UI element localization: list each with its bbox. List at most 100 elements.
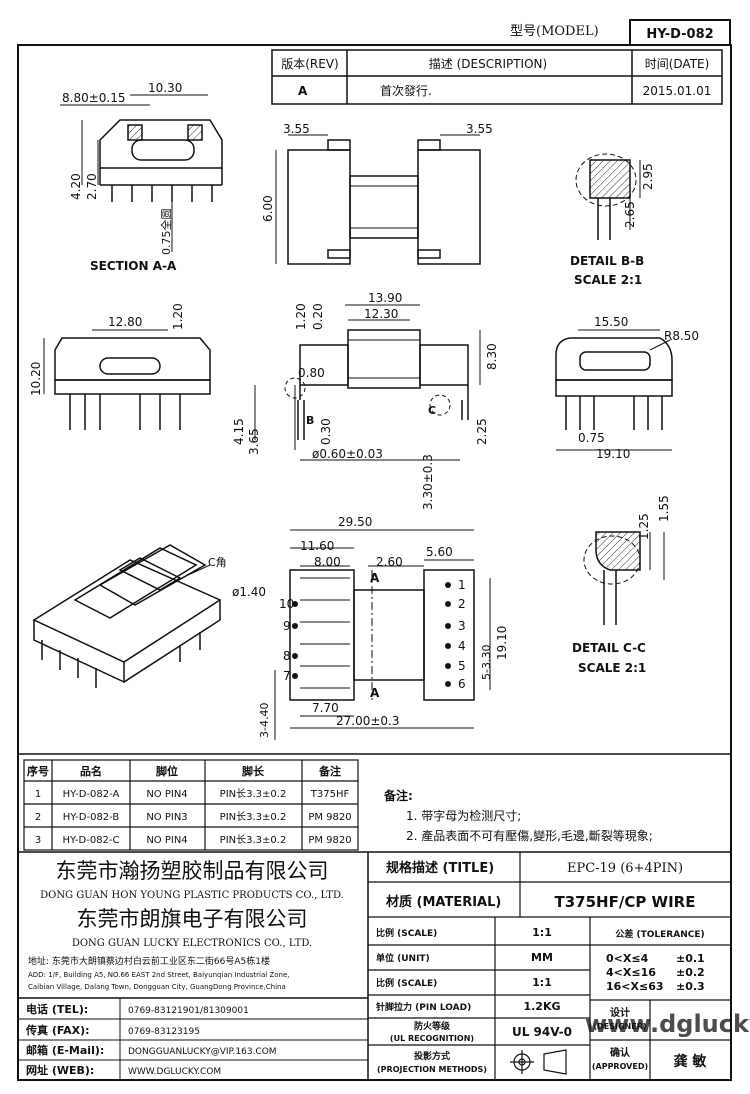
contact-fax-label: 传真 (FAX):: [25, 1023, 90, 1037]
tolerance-range-3: 16<X≤63: [606, 980, 664, 993]
svg-text:3: 3: [35, 835, 41, 846]
svg-text:PM 9820: PM 9820: [308, 835, 351, 846]
svg-text:PIN长3.3±0.2: PIN长3.3±0.2: [220, 834, 287, 846]
unit-label: 单位 (UNIT): [376, 952, 430, 964]
dim-19-10-bottom: 19.10: [495, 626, 509, 660]
detail-bb-view: [575, 153, 641, 240]
date-value: 2015.01.01: [643, 84, 712, 98]
section-aa-title: SECTION A-A: [90, 259, 177, 273]
iso-corner-label: C角: [208, 556, 227, 569]
dim-5-60: 5.60: [426, 545, 453, 559]
contact-web-label: 网址 (WEB):: [26, 1063, 94, 1077]
dim-1-40: ø1.40: [232, 585, 266, 599]
dim-6-00: 6.00: [261, 195, 275, 222]
col-header-pin: 脚位: [156, 764, 178, 778]
pin-number-10: 10: [279, 597, 294, 611]
title-label: 规格描述 (TITLE): [386, 860, 494, 876]
contact-email-label: 邮箱 (E-Mail):: [26, 1043, 104, 1057]
pinload-value: 1.2KG: [523, 1000, 560, 1013]
detail-cc-title: DETAIL C-C: [572, 641, 646, 655]
ul-label-en: (UL RECOGNITION): [390, 1034, 474, 1043]
bottom-view: [274, 529, 491, 740]
pin-number-1: 1: [458, 578, 466, 592]
model-header: 型号(MODEL) HY-D-082: [510, 19, 731, 46]
contact-web-value: WWW.DGLUCKY.COM: [128, 1067, 221, 1077]
dim-2-70: 2.70: [85, 173, 99, 200]
svg-text:1: 1: [35, 789, 41, 800]
svg-text:HY-D-082-A: HY-D-082-A: [63, 789, 120, 800]
center-view: [254, 304, 481, 461]
designer-label-cn: 设计: [610, 1006, 630, 1019]
dim-1-20-left: 1.20: [171, 303, 185, 330]
pin-holes: [292, 582, 451, 687]
pin-numbers: 10 9 8 7 6 5 4 3 2 1: [279, 578, 466, 691]
rev-value: A: [298, 84, 308, 98]
dim-pin-diameter: ø0.60±0.03: [312, 447, 383, 461]
pin-number-6: 6: [458, 677, 466, 691]
dim-13-90: 13.90: [368, 291, 402, 305]
date-label: 时间(DATE): [645, 57, 710, 71]
rev-label: 版本(REV): [281, 57, 339, 71]
tolerance-range-2: 4<X≤16: [606, 966, 656, 979]
dim-3-4-40: 3-4.40: [258, 703, 271, 738]
dim-19-10-right: 19.10: [596, 447, 630, 461]
section-marker-a-top: A: [370, 571, 380, 585]
address-en-line2: Caibian Village, Dalang Town, Dongguan C…: [28, 983, 286, 991]
unit-value: MM: [531, 951, 553, 964]
svg-text:HY-D-082-C: HY-D-082-C: [62, 835, 119, 846]
contact-fax-value: 0769-83123195: [128, 1027, 200, 1037]
col-header-name: 品名: [80, 764, 102, 778]
notes-title: 备注:: [383, 788, 413, 803]
dim-8-80: 8.80±0.15: [62, 91, 126, 105]
detail-bb-scale: SCALE 2:1: [574, 273, 642, 287]
approved-label-en: (APPROVED): [592, 1062, 648, 1071]
ul-value: UL 94V-0: [512, 1025, 572, 1039]
parts-table-header: 序号 品名 脚位 脚长 备注: [27, 764, 341, 778]
tolerance-label: 公差 (TOLERANCE): [615, 928, 704, 940]
pinload-label: 针脚拉力 (PIN LOAD): [376, 1001, 471, 1013]
company-name-1-cn: 东莞市瀚扬塑胶制品有限公司: [56, 859, 329, 883]
svg-text:T375HF: T375HF: [310, 789, 350, 800]
dim-4-15: 4.15: [232, 418, 246, 445]
dim-r8-50: R8.50: [664, 329, 699, 343]
pin-number-3: 3: [458, 619, 466, 633]
scale2-label: 比例 (SCALE): [376, 977, 437, 989]
material-label: 材质 (MATERIAL): [386, 894, 501, 910]
section-aa-view: [60, 94, 223, 252]
side-right-view: [555, 329, 673, 451]
dim-2-95: 2.95: [641, 163, 655, 190]
tolerance-value-3: ±0.3: [676, 980, 705, 993]
projection-label-cn: 投影方式: [414, 1050, 450, 1062]
dim-0-30: 0.30: [319, 418, 333, 445]
dim-3-30: 3.30±0.3: [421, 454, 435, 510]
approved-label-cn: 确认: [610, 1046, 631, 1059]
dim-7-70: 7.70: [312, 701, 339, 715]
model-value: HY-D-082: [646, 27, 713, 42]
dim-5-3-30: 5-3.30: [480, 645, 493, 680]
desc-value: 首次發行.: [380, 83, 432, 98]
scale2-value: 1:1: [532, 976, 552, 989]
table-row: 1 HY-D-082-A NO PIN4 PIN长3.3±0.2 T375HF: [35, 788, 350, 800]
dim-3-55-left: 3.55: [283, 122, 310, 136]
tolerance-range-1: 0<X≤4: [606, 952, 649, 965]
dim-0-75-right: 0.75: [578, 431, 605, 445]
dim-12-80: 12.80: [108, 315, 142, 329]
svg-text:PM 9820: PM 9820: [308, 812, 351, 823]
title-value: EPC-19 (6+4PIN): [567, 861, 683, 876]
col-header-length: 脚长: [242, 764, 265, 778]
note-item-2: 2. 產品表面不可有壓傷,變形,毛邊,斷裂等現象;: [406, 828, 653, 843]
dim-0-80: 0.80: [298, 366, 325, 380]
svg-text:PIN长3.3±0.2: PIN长3.3±0.2: [220, 811, 287, 823]
svg-text:NO PIN4: NO PIN4: [146, 789, 187, 800]
scale-label: 比例 (SCALE): [376, 927, 437, 939]
approved-value: 龚 敏: [674, 1053, 708, 1070]
dim-1-55: 1.55: [657, 495, 671, 522]
front-view: [275, 134, 481, 265]
dim-2-60: 2.60: [376, 555, 403, 569]
dim-10-30: 10.30: [148, 81, 182, 95]
revision-table: [271, 49, 723, 105]
scale-value: 1:1: [532, 926, 552, 939]
dim-0-75: 0.75全圆: [159, 209, 173, 256]
dim-0-20: 0.20: [311, 303, 325, 330]
